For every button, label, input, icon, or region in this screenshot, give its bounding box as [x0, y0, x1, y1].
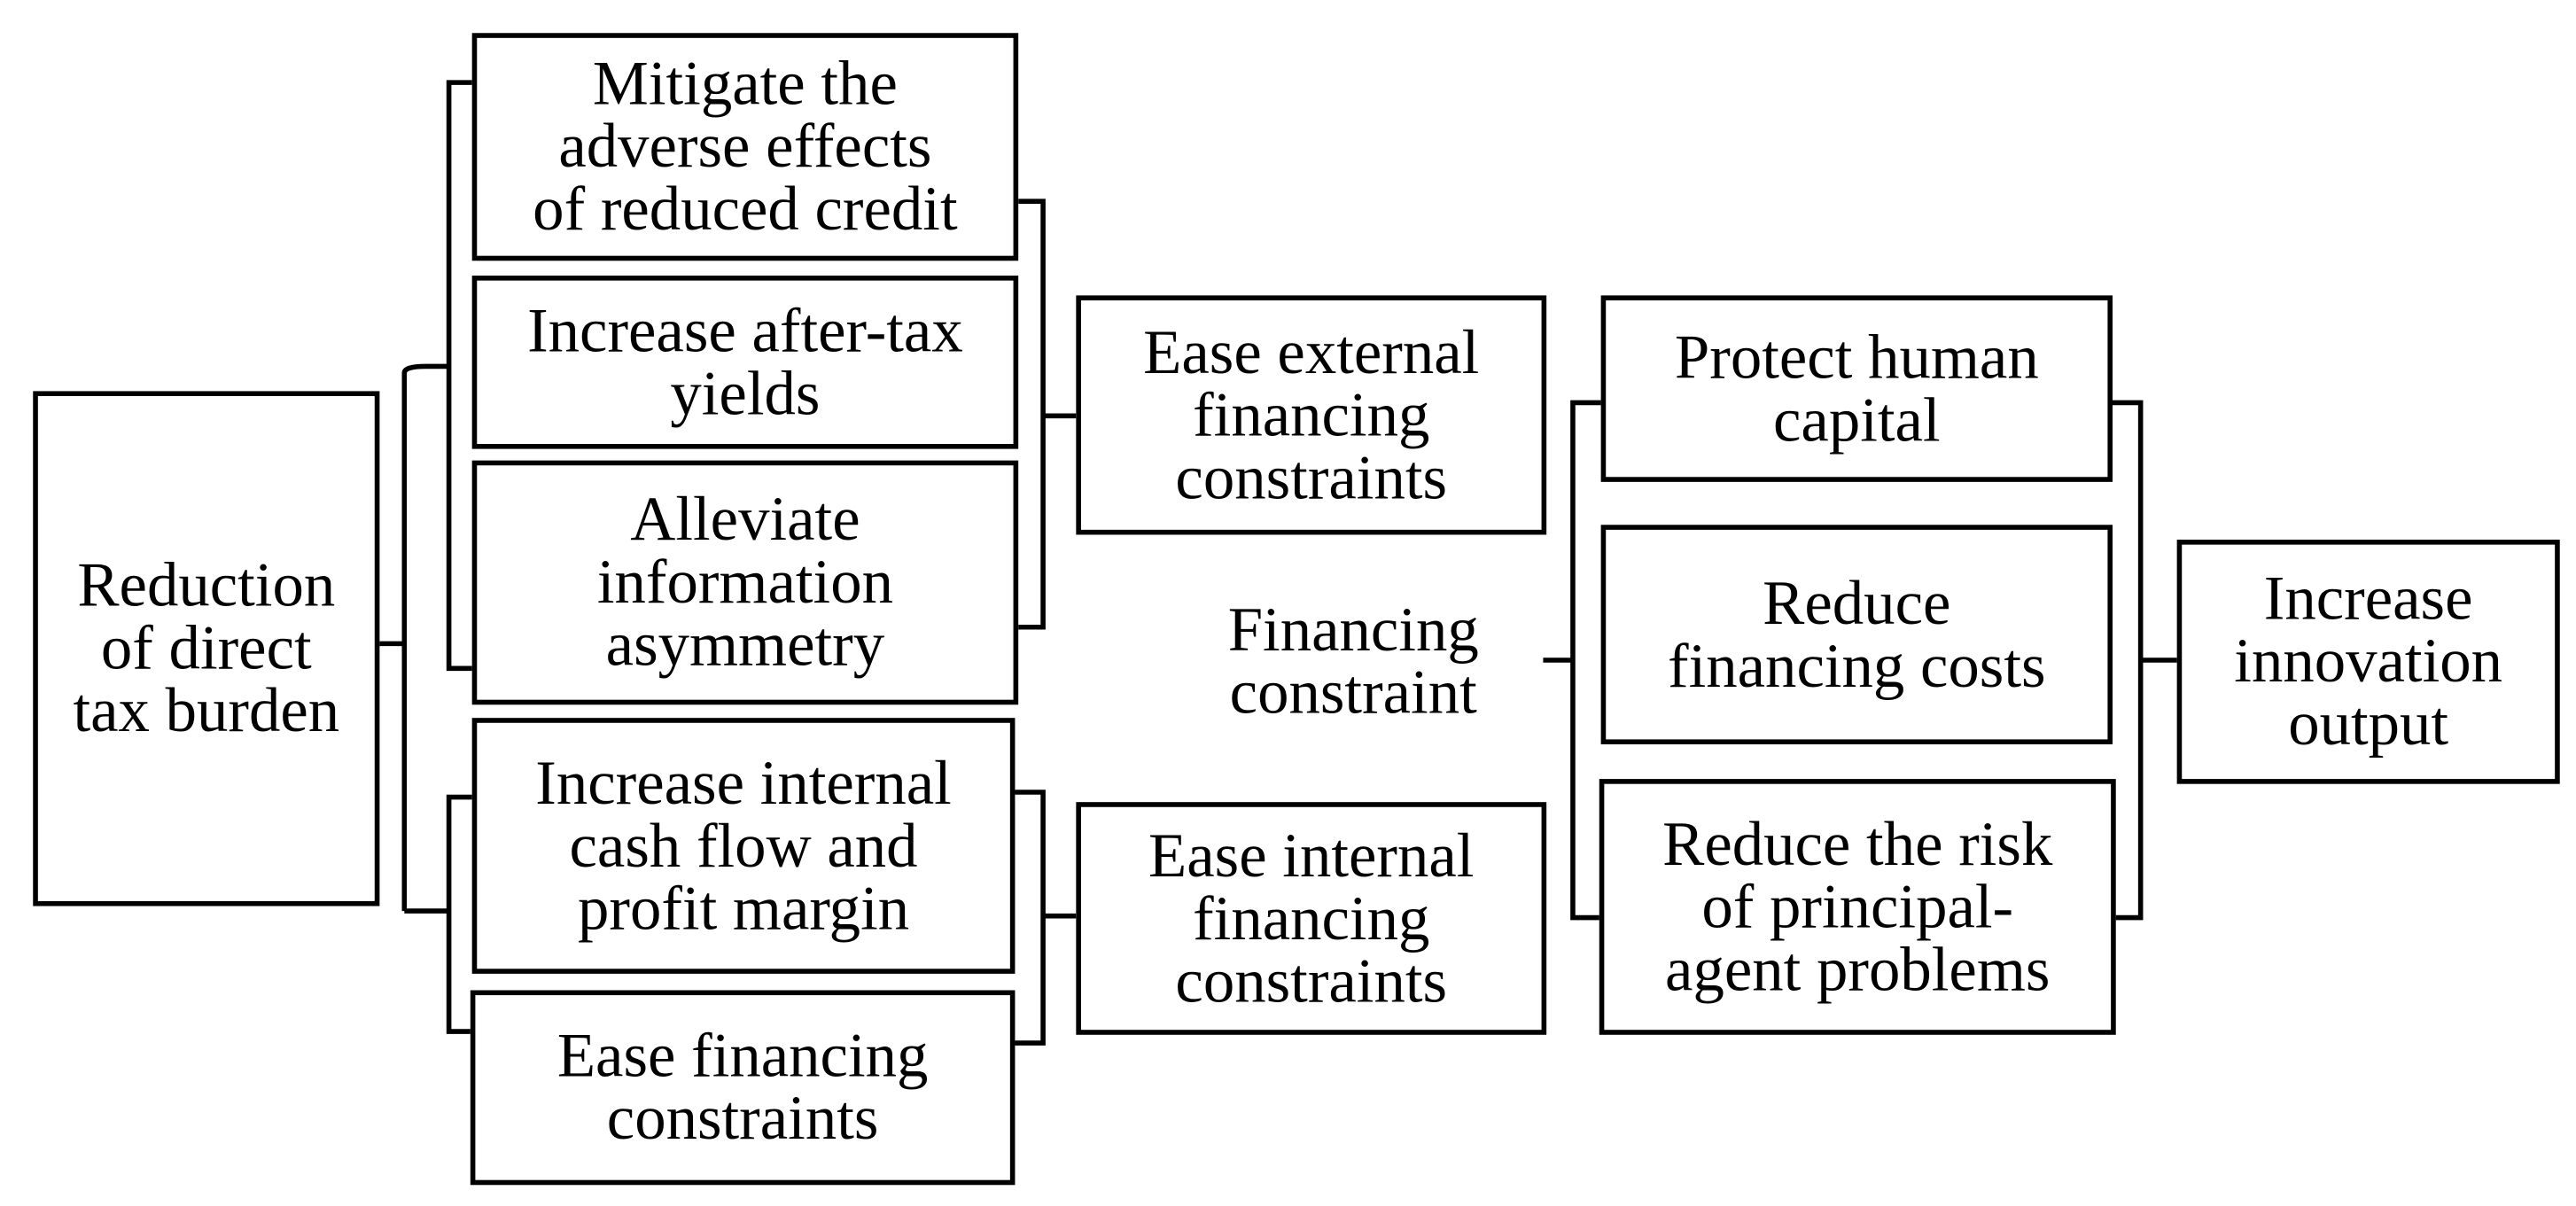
- mechanism-box-information-asymmetry: Alleviate information asymmetry: [471, 460, 1019, 705]
- outcome-box-innovation-output: Increase innovation output: [2176, 540, 2560, 784]
- effects-right-bracket: [2112, 400, 2177, 921]
- external-merge-bracket: [1018, 198, 1077, 630]
- financing-constraint-label: Financing constraint: [1227, 595, 1479, 728]
- source-bracket: [379, 363, 451, 914]
- effect-box-protect-human-capital: Protect human capital: [1600, 295, 2113, 482]
- ease-internal-financing-box: Ease internal financing constraints: [1076, 802, 1547, 1035]
- mechanism-box-ease-financing: Ease financing constraints: [470, 990, 1016, 1186]
- ease-external-financing-box: Ease external financing constraints: [1076, 295, 1547, 535]
- effects-left-bracket: [1543, 400, 1601, 921]
- effect-box-principal-agent-risk: Reduce the risk of principal- agent prob…: [1599, 779, 2116, 1035]
- effect-box-reduce-financing-costs: Reduce financing costs: [1600, 525, 2113, 744]
- internal-group-bracket: [446, 794, 472, 1034]
- internal-merge-bracket: [1013, 790, 1077, 1046]
- mechanism-box-internal-cash-flow: Increase internal cash flow and profit m…: [471, 718, 1016, 974]
- external-group-bracket: [446, 80, 472, 672]
- mechanism-box-reduced-credit: Mitigate the adverse effects of reduced …: [471, 33, 1019, 261]
- source-box-direct-tax-reduction: Reduction of direct tax burden: [33, 391, 380, 906]
- mechanism-box-after-tax-yields: Increase after-tax yields: [471, 276, 1019, 449]
